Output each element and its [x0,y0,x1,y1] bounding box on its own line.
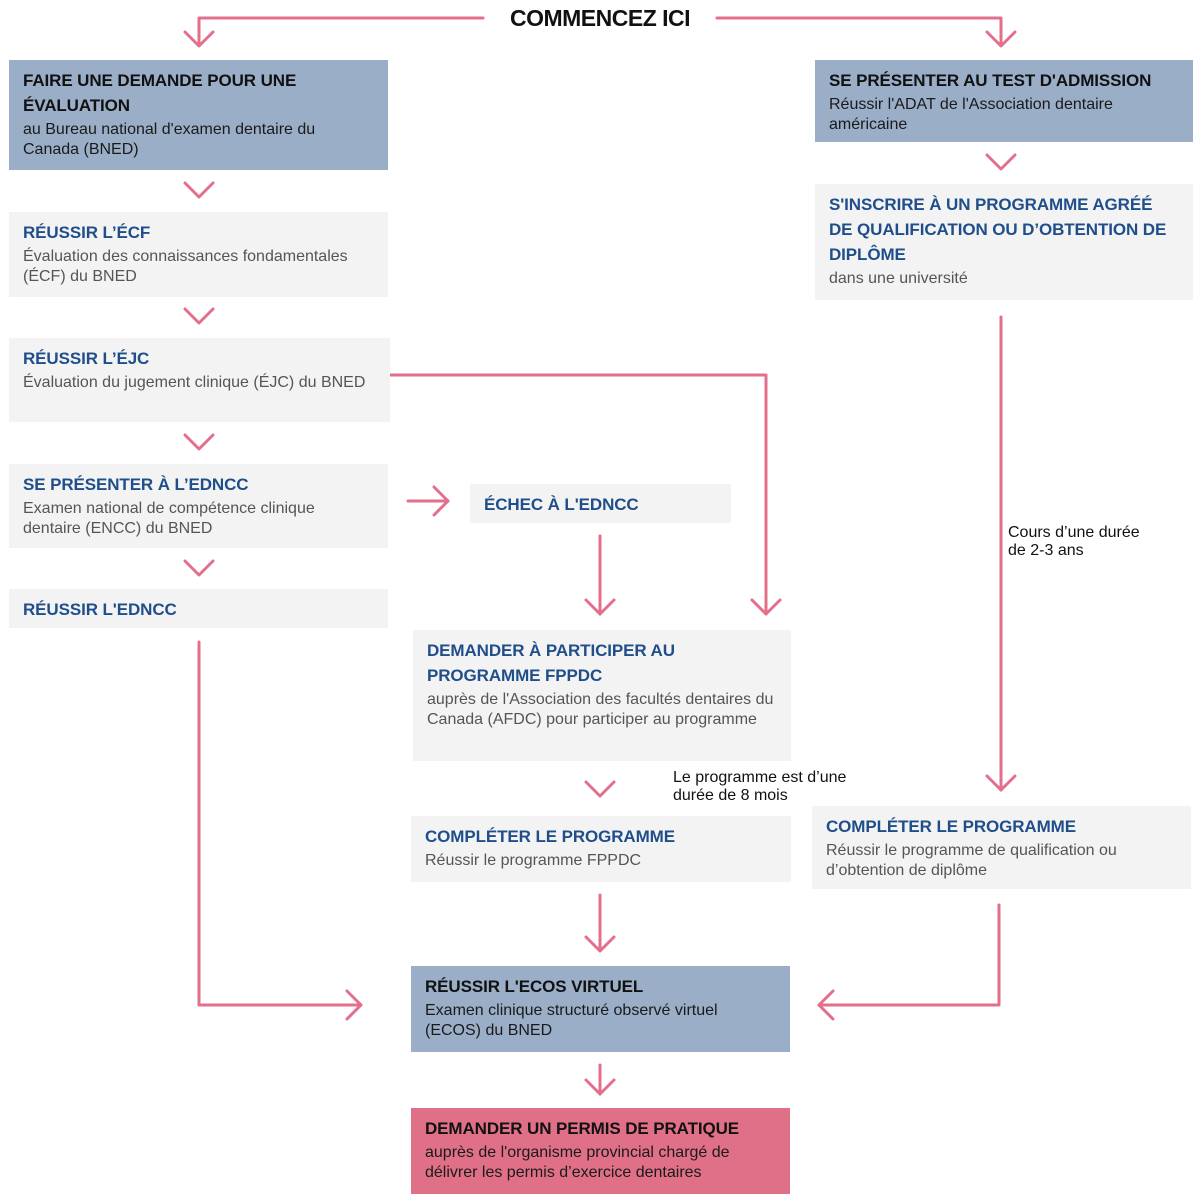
step-description: Examen clinique structuré observé virtue… [425,1002,718,1039]
step-pass-virtual-ecos: RÉUSSIR L'ECOS VIRTUEL Examen clinique s… [411,966,790,1052]
chevron-down-icon [584,780,616,798]
step-complete-fppdc: COMPLÉTER LE PROGRAMME Réussir le progra… [411,816,791,882]
step-request-license: DEMANDER UN PERMIS DE PRATIQUE auprès de… [411,1108,790,1194]
chevron-down-icon [985,30,1017,48]
step-enroll-program: S'INSCRIRE À UN PROGRAMME AGRÉÉ DE QUALI… [815,184,1193,300]
step-title: FAIRE UNE DEMANDE POUR UNE ÉVALUATION [23,71,297,115]
start-line-left [197,16,485,46]
chevron-right-icon [345,989,363,1021]
chevron-right-icon [432,485,450,517]
arrow-line [388,373,768,616]
fppdc-duration-note: Le programme est d’une durée de 8 mois [673,769,847,804]
step-title: SE PRÉSENTER AU TEST D'ADMISSION [829,71,1152,90]
step-pass-ecf: RÉUSSIR L’ÉCF Évaluation des connaissanc… [9,212,388,297]
chevron-down-icon [985,153,1017,171]
university-duration-note: Cours d’une durée de 2-3 ans [1008,524,1140,559]
step-description: Réussir le programme FPPDC [425,852,642,869]
step-title: SE PRÉSENTER À L’EDNCC [23,475,249,494]
chevron-down-icon [750,598,782,616]
step-apply-fppdc: DEMANDER À PARTICIPER AU PROGRAMME FPPDC… [413,630,791,761]
start-line-right [715,16,1003,46]
chevron-down-icon [584,1078,616,1096]
step-title: S'INSCRIRE À UN PROGRAMME AGRÉÉ DE QUALI… [829,195,1167,264]
step-title: RÉUSSIR L'EDNCC [23,600,177,619]
chevron-down-icon [183,307,215,325]
step-title: RÉUSSIR L'ECOS VIRTUEL [425,977,644,996]
step-description: Évaluation du jugement clinique (ÉJC) du… [23,374,366,391]
chevron-down-icon [183,433,215,451]
step-title: RÉUSSIR L’ÉCF [23,223,151,242]
step-title: COMPLÉTER LE PROGRAMME [826,817,1076,836]
step-take-edncc: SE PRÉSENTER À L’EDNCC Examen national d… [9,464,388,548]
start-label: COMMENCEZ ICI [509,5,691,31]
chevron-down-icon [584,935,616,953]
step-description: Examen national de compétence clinique d… [23,500,315,537]
chevron-left-icon [817,989,835,1021]
step-pass-edncc: RÉUSSIR L'EDNCC [9,589,388,628]
step-description: auprès de l'Association des facultés den… [427,691,774,728]
chevron-down-icon [584,598,616,616]
chevron-down-icon [183,30,215,48]
step-description: auprès de l'organisme provincial chargé … [425,1144,730,1181]
step-description: dans une université [829,270,968,287]
step-title: DEMANDER À PARTICIPER AU PROGRAMME FPPDC [427,641,675,685]
step-fail-edncc: ÉCHEC À L'EDNCC [470,484,731,523]
step-description: Évaluation des connaissances fondamental… [23,248,348,285]
step-pass-ejc: RÉUSSIR L’ÉJC Évaluation du jugement cli… [9,338,390,422]
arrow-line [817,903,1001,1007]
chevron-down-icon [985,774,1017,792]
step-request-evaluation: FAIRE UNE DEMANDE POUR UNE ÉVALUATION au… [9,60,388,170]
chevron-down-icon [183,559,215,577]
step-description: Réussir le programme de qualification ou… [826,842,1117,879]
step-description: Réussir l'ADAT de l'Association dentaire… [829,96,1113,133]
step-complete-qualification: COMPLÉTER LE PROGRAMME Réussir le progra… [812,806,1191,889]
step-title: DEMANDER UN PERMIS DE PRATIQUE [425,1119,740,1138]
step-admission-test: SE PRÉSENTER AU TEST D'ADMISSION Réussir… [815,60,1193,142]
step-title: RÉUSSIR L’ÉJC [23,349,150,368]
step-title: ÉCHEC À L'EDNCC [484,495,639,514]
arrow-line [197,640,363,1007]
chevron-down-icon [183,181,215,199]
step-description: au Bureau national d'examen dentaire du … [23,121,316,158]
step-title: COMPLÉTER LE PROGRAMME [425,827,675,846]
